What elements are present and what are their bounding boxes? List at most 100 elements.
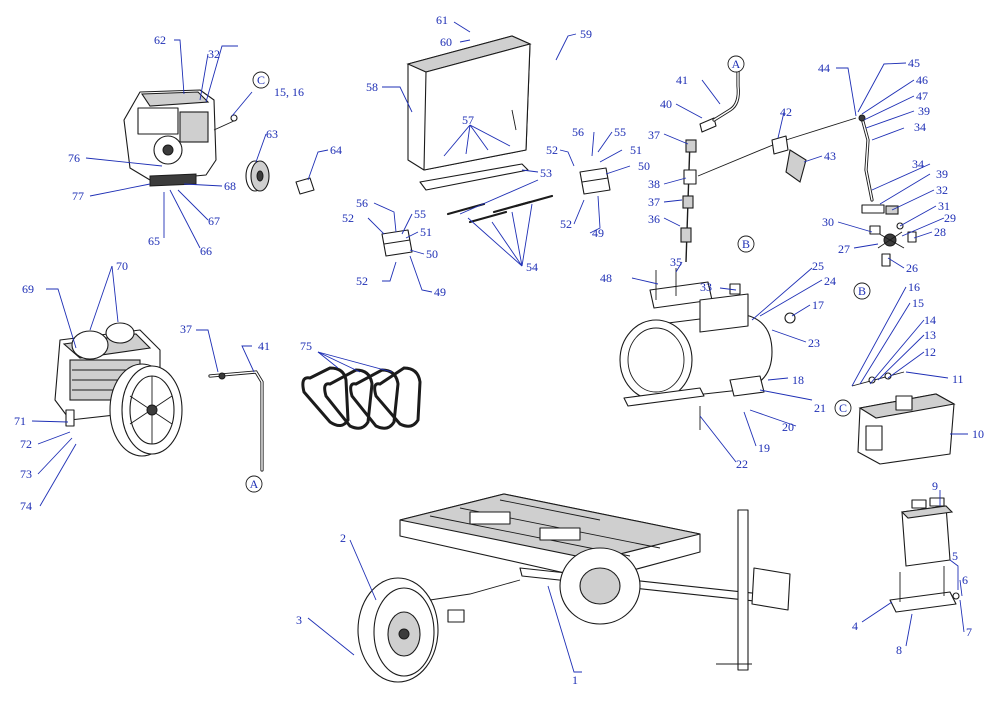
svg-text:C: C [839, 401, 847, 415]
callout-27: 27 [838, 242, 850, 256]
callout-22: 22 [736, 457, 748, 471]
callout-21: 21 [814, 401, 826, 415]
callout-68: 68 [224, 179, 236, 193]
callout-4: 4 [852, 619, 858, 633]
callout-32-engine: 32 [208, 47, 220, 61]
connector-symbols: A A B B C C [245, 55, 871, 493]
callout-46: 46 [916, 73, 928, 87]
callout-51-right: 51 [630, 143, 642, 157]
callout-11: 11 [952, 372, 964, 386]
connector-c-engine: C [252, 71, 270, 89]
callout-74: 74 [20, 499, 32, 513]
callout-41-upper: 41 [676, 73, 688, 87]
pump-flywheel [109, 363, 183, 457]
callout-33: 33 [700, 280, 712, 294]
callout-6: 6 [962, 573, 968, 587]
callout-64: 64 [330, 143, 342, 157]
callout-38: 38 [648, 177, 660, 191]
callout-7: 7 [966, 625, 972, 639]
callout-50-left: 50 [426, 247, 438, 261]
callout-leaders [31, 21, 968, 673]
callout-52-a: 52 [546, 143, 558, 157]
callout-72: 72 [20, 437, 32, 451]
callout-75: 75 [300, 339, 312, 353]
bolts-54 [446, 194, 554, 224]
callout-77: 77 [72, 189, 84, 203]
callout-40: 40 [660, 97, 672, 111]
right-piping [858, 114, 899, 215]
callout-39-lower: 39 [936, 167, 948, 181]
engine-assembly [123, 89, 238, 187]
callout-56-left: 56 [356, 196, 368, 210]
callout-31: 31 [938, 199, 950, 213]
callout-57: 57 [462, 113, 474, 127]
callout-49-right: 49 [592, 226, 604, 240]
callout-8: 8 [896, 643, 902, 657]
shaft-key-part-64 [295, 177, 315, 195]
battery [900, 497, 954, 567]
svg-text:A: A [250, 477, 259, 491]
callout-32: 32 [936, 183, 948, 197]
callout-73: 73 [20, 467, 32, 481]
connector-b-tank: B [737, 235, 755, 253]
callout-20: 20 [782, 420, 794, 434]
callout-52-c: 52 [342, 211, 354, 225]
check-valve-assembly [869, 222, 917, 267]
discharge-tube-left [208, 370, 264, 472]
svg-text:B: B [742, 237, 750, 251]
callout-48: 48 [600, 271, 612, 285]
callout-10: 10 [972, 427, 984, 441]
callout-24: 24 [824, 274, 836, 288]
callout-56-right: 56 [572, 125, 584, 139]
drive-belts [301, 366, 422, 430]
callout-49-left: 49 [434, 285, 446, 299]
callout-16: 16 [908, 280, 920, 294]
callout-13: 13 [924, 328, 936, 342]
callout-45: 45 [908, 56, 920, 70]
callout-3: 3 [296, 613, 302, 627]
callout-25: 25 [812, 259, 824, 273]
tank-piping [680, 68, 857, 263]
callout-37-pump: 37 [180, 322, 192, 336]
callout-47: 47 [916, 89, 928, 103]
trailer-wheels [357, 547, 641, 683]
svg-text:C: C [257, 73, 265, 87]
callout-15: 15 [912, 296, 924, 310]
callout-55-right: 55 [614, 125, 626, 139]
bracket-49-right [579, 167, 611, 195]
callout-51-left: 51 [420, 225, 432, 239]
callout-67: 67 [208, 214, 220, 228]
callout-35: 35 [670, 255, 682, 269]
callout-71: 71 [14, 414, 26, 428]
callout-12: 12 [924, 345, 936, 359]
callout-30: 30 [822, 215, 834, 229]
fuel-tank [851, 371, 956, 465]
callout-61: 61 [436, 13, 448, 27]
callout-34-lower: 34 [912, 157, 924, 171]
callout-55-left: 55 [414, 207, 426, 221]
callout-18: 18 [792, 373, 804, 387]
callout-2: 2 [340, 531, 346, 545]
callout-54: 54 [526, 260, 538, 274]
callout-17: 17 [812, 298, 824, 312]
callout-1: 1 [572, 673, 578, 687]
callout-15-16: 15, 16 [274, 85, 304, 99]
callout-43: 43 [824, 149, 836, 163]
callout-58: 58 [366, 80, 378, 94]
guard-bracket [419, 163, 529, 191]
svg-text:B: B [858, 284, 866, 298]
connector-a-top: A [727, 55, 745, 73]
callout-76: 76 [68, 151, 80, 165]
callout-59: 59 [580, 27, 592, 41]
callout-14: 14 [924, 313, 936, 327]
callout-63: 63 [266, 127, 278, 141]
air-tank [619, 268, 796, 430]
callout-62: 62 [154, 33, 166, 47]
callout-37-top: 37 [648, 128, 660, 142]
callout-23: 23 [808, 336, 820, 350]
callout-65: 65 [148, 234, 160, 248]
callout-34-upper: 34 [914, 120, 926, 134]
callout-29: 29 [944, 211, 956, 225]
battery-tray [889, 566, 960, 613]
